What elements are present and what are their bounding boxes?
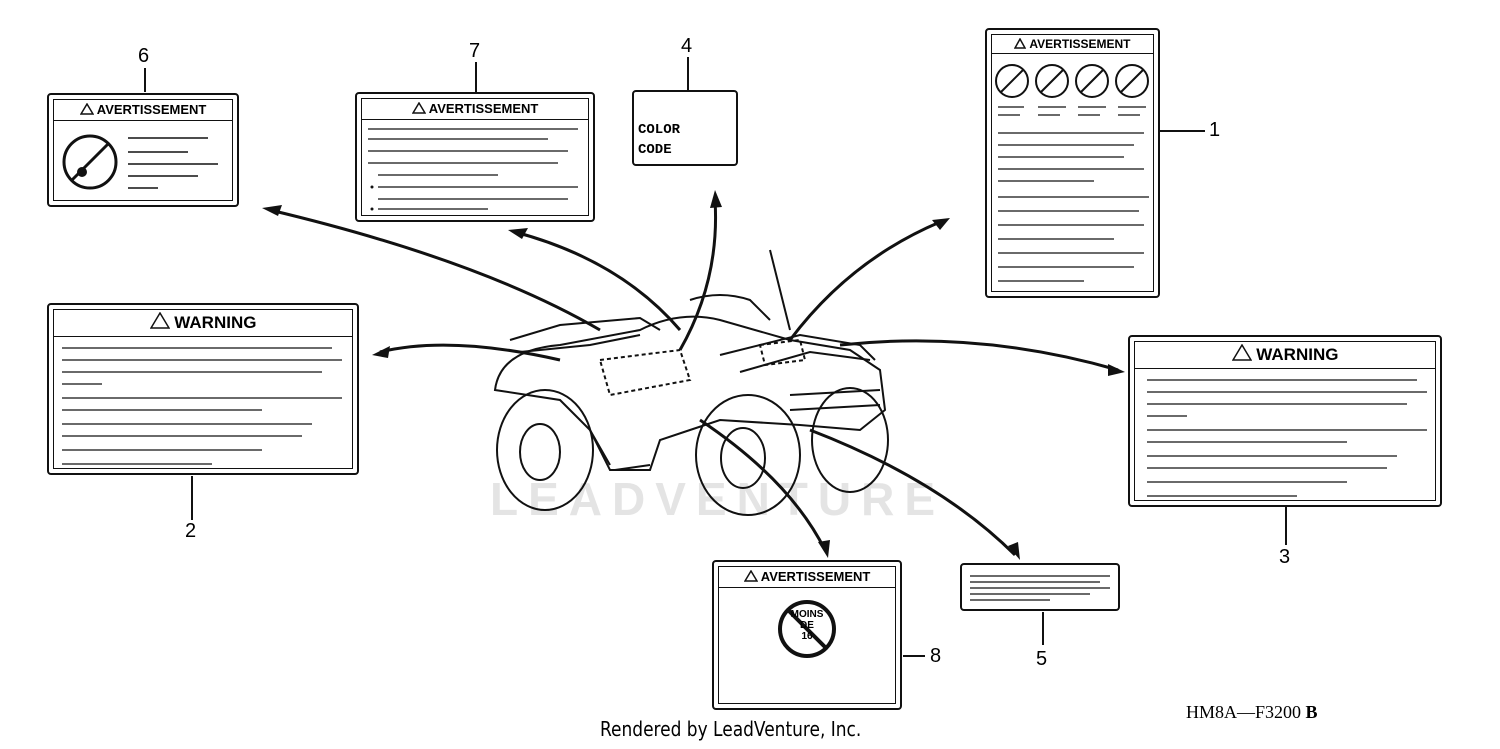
warning-triangle-icon bbox=[411, 100, 426, 120]
callout-3: 3 bbox=[1279, 546, 1291, 568]
callout-6: 6 bbox=[138, 45, 150, 67]
callout-8: 8 bbox=[930, 645, 942, 667]
front-wheel bbox=[695, 394, 801, 516]
label-3: WARNING bbox=[1128, 335, 1442, 507]
warning-triangle-icon bbox=[149, 311, 170, 337]
warning-triangle-icon bbox=[1014, 36, 1027, 54]
callout-4: 4 bbox=[681, 35, 693, 57]
label-7: AVERTISSEMENT bbox=[355, 92, 595, 222]
rear-wheel bbox=[496, 389, 594, 511]
footer-credit: Rendered by LeadVenture, Inc. bbox=[600, 717, 862, 741]
callout-5: 5 bbox=[1036, 648, 1048, 670]
callout-1: 1 bbox=[1209, 119, 1221, 141]
warning-triangle-icon bbox=[79, 101, 94, 121]
warning-triangle-icon bbox=[743, 568, 758, 588]
label-1: AVERTISSEMENT bbox=[985, 28, 1160, 298]
no-ride-icon bbox=[62, 134, 118, 190]
callout-7: 7 bbox=[469, 40, 481, 62]
label-8: AVERTISSEMENT MOINS DE 16 bbox=[712, 560, 902, 710]
diagram-code: HM8A—F3200 B bbox=[1186, 702, 1318, 722]
callout-2: 2 bbox=[185, 520, 197, 542]
age-restriction-icon: MOINS DE 16 bbox=[777, 599, 837, 659]
label-2: WARNING bbox=[47, 303, 359, 475]
label-5 bbox=[960, 563, 1120, 611]
label-4: COLOR CODE bbox=[632, 90, 738, 166]
label-6: AVERTISSEMENT bbox=[47, 93, 239, 207]
warning-triangle-icon bbox=[1231, 343, 1252, 369]
